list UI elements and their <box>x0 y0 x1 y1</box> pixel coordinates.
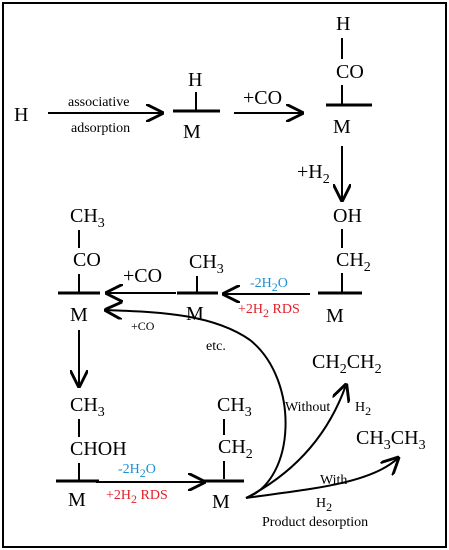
metal-label: M <box>333 116 351 138</box>
metal-label: M <box>212 491 230 513</box>
ethylene-desorption-arrow <box>245 385 346 499</box>
plus-h2-label: +H2 <box>297 161 330 187</box>
formyl-h-label: H <box>336 13 350 35</box>
ch2-label: CH2 <box>336 249 371 275</box>
formyl-co-label: CO <box>336 61 364 83</box>
ch3-label: CH3 <box>70 394 105 420</box>
without-label: Without <box>285 400 330 415</box>
metal-label: M <box>70 304 88 326</box>
h-atom-label: H <box>14 104 28 126</box>
metal-label: M <box>183 121 201 143</box>
plus-co-label: +CO <box>131 319 155 333</box>
ethylene-label: CH2CH2 <box>312 351 382 377</box>
plus-co-label: +CO <box>243 87 282 109</box>
h2-label: H2 <box>355 400 371 418</box>
h2-label: H2 <box>316 496 332 514</box>
plus-2h2-rds-label: +2H2 RDS <box>106 488 168 506</box>
ethane-label: CH3CH3 <box>356 427 426 453</box>
metal-label: M <box>186 303 204 325</box>
ethyl-ch3-label: CH3 <box>217 394 252 420</box>
associative-label: associative <box>68 95 129 110</box>
adsorbed-h-label: H <box>188 69 202 91</box>
adsorption-label: adsorption <box>71 121 130 136</box>
product-desorption-label: Product desorption <box>262 515 368 530</box>
hydroxyl-label: OH <box>333 205 362 227</box>
ethyl-ch2-label: CH2 <box>218 436 253 462</box>
etc-label: etc. <box>206 339 226 354</box>
minus-2h2o-label: -2H2O <box>250 276 288 294</box>
plus-co-label: +CO <box>123 265 162 287</box>
acetyl-co-label: CO <box>73 249 101 271</box>
ethane-desorption-arrow <box>245 458 398 499</box>
methyl-label: CH3 <box>189 251 224 277</box>
choh-label: CHOH <box>70 438 127 460</box>
metal-label: M <box>68 489 86 511</box>
acetyl-ch3-label: CH3 <box>70 205 105 231</box>
metal-label: M <box>326 305 344 327</box>
with-label: With <box>320 473 347 488</box>
plus-2h2-rds-label: +2H2 RDS <box>238 302 300 320</box>
chain-growth-arrow <box>106 310 287 499</box>
minus-2h2o-label: -2H2O <box>118 462 156 480</box>
